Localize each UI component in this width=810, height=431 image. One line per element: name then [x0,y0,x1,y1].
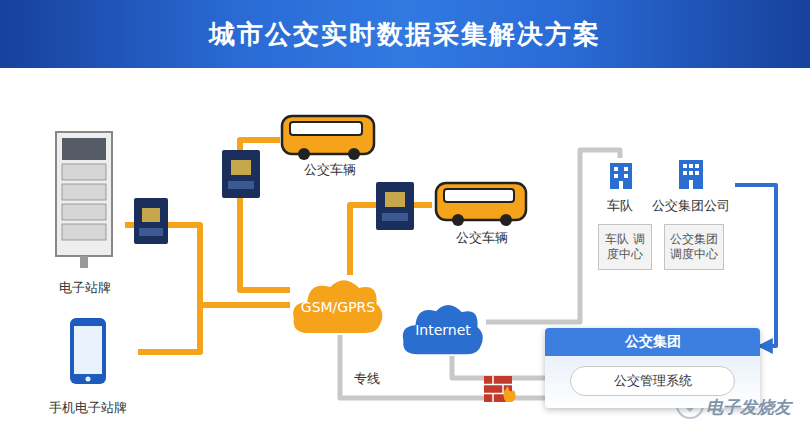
node-label: 公交集团 [625,333,681,351]
system-box: 公交管理系统 [570,366,735,396]
phone-icon [70,318,106,384]
bus-icon [500,214,512,226]
data-module [231,160,251,175]
cloud-shape [403,305,483,354]
node-label: 公交车辆 [456,230,508,246]
bus-icon [282,116,374,154]
dispatch-box: 公交集团 调度中心 [664,224,724,270]
building-icon [624,167,628,171]
bus-icon [290,122,362,135]
bus-node: 公交车辆 [432,180,532,248]
bus-icon [348,148,360,160]
bus-icon [452,214,464,226]
building-icon [689,164,693,168]
data-module [134,198,168,244]
node-label: 电子站牌 [59,280,111,296]
bus-icon [282,116,374,160]
node-label: 公交集团公司 [652,198,730,214]
building-icon [619,181,623,189]
connector [138,305,290,352]
network-cloud: Internet [400,300,486,356]
node-label: 公交管理系统 [614,373,692,389]
building-icon [695,164,699,168]
building-icon [610,163,632,189]
building-icon [695,171,699,175]
data-module [134,198,168,244]
data-module [222,150,260,198]
firewall-icon [503,386,515,402]
building-icon [614,167,618,171]
data-module [142,208,160,222]
building-icon [683,171,687,175]
node-label: 公交车辆 [304,162,356,178]
stop-sign-icon [62,204,106,220]
building-node: 公交集团公司 [647,158,735,216]
cloud-shape [293,280,382,333]
stop-sign-icon [62,138,106,160]
connector [735,185,776,346]
stop-sign-icon [62,224,106,240]
data-module [385,192,405,207]
bus-node: 公交车辆 [280,112,380,180]
building-icon [614,174,618,178]
stop-sign-icon [56,132,112,268]
data-module [139,228,163,236]
building-icon [689,180,693,189]
stop-sign-icon [80,256,88,268]
data-module [228,181,254,189]
network-cloud: GSM/GPRS [290,275,386,335]
stop-sign-icon [56,132,112,256]
building-icon [683,164,687,168]
stop-sign-node: 电子站牌 [45,120,125,298]
connector [452,356,545,378]
node-label: 车队 调度中心 [602,232,648,262]
building-icon [679,160,703,189]
building-icon [624,174,628,178]
firewall-icon [484,376,516,402]
connector [350,205,432,275]
bus-icon [436,183,526,220]
phone-node: 手机电子站牌 [38,312,138,418]
watermark: 电子发烧友 [706,396,791,419]
bus-icon [436,183,526,226]
dispatch-box: 车队 调度中心 [598,224,652,270]
data-module [222,150,260,198]
data-module [376,182,414,230]
stop-sign-icon [62,164,106,180]
node-label: 车队 [607,198,633,214]
diagram-title: 城市公交实时数据采集解决方案 [0,0,810,68]
data-module [376,182,414,230]
phone-icon [86,377,91,382]
node-label: 手机电子站牌 [49,400,127,416]
node-label: GSM/GPRS [301,299,375,317]
building-icon [689,171,693,175]
building-icon [679,160,703,189]
node-label: Internet [415,322,471,340]
building-node: 车队 [596,158,644,216]
node-label: 公交集团 调度中心 [668,232,720,262]
phone-icon [70,318,106,384]
data-module [382,213,408,221]
building-icon [610,163,632,189]
phone-icon [74,326,102,374]
bus-icon [444,189,514,202]
group-box: 公交集团公交管理系统 [545,328,760,408]
stop-sign-icon [62,184,106,200]
bus-icon [298,148,310,160]
edge-label: 专线 [352,370,382,388]
